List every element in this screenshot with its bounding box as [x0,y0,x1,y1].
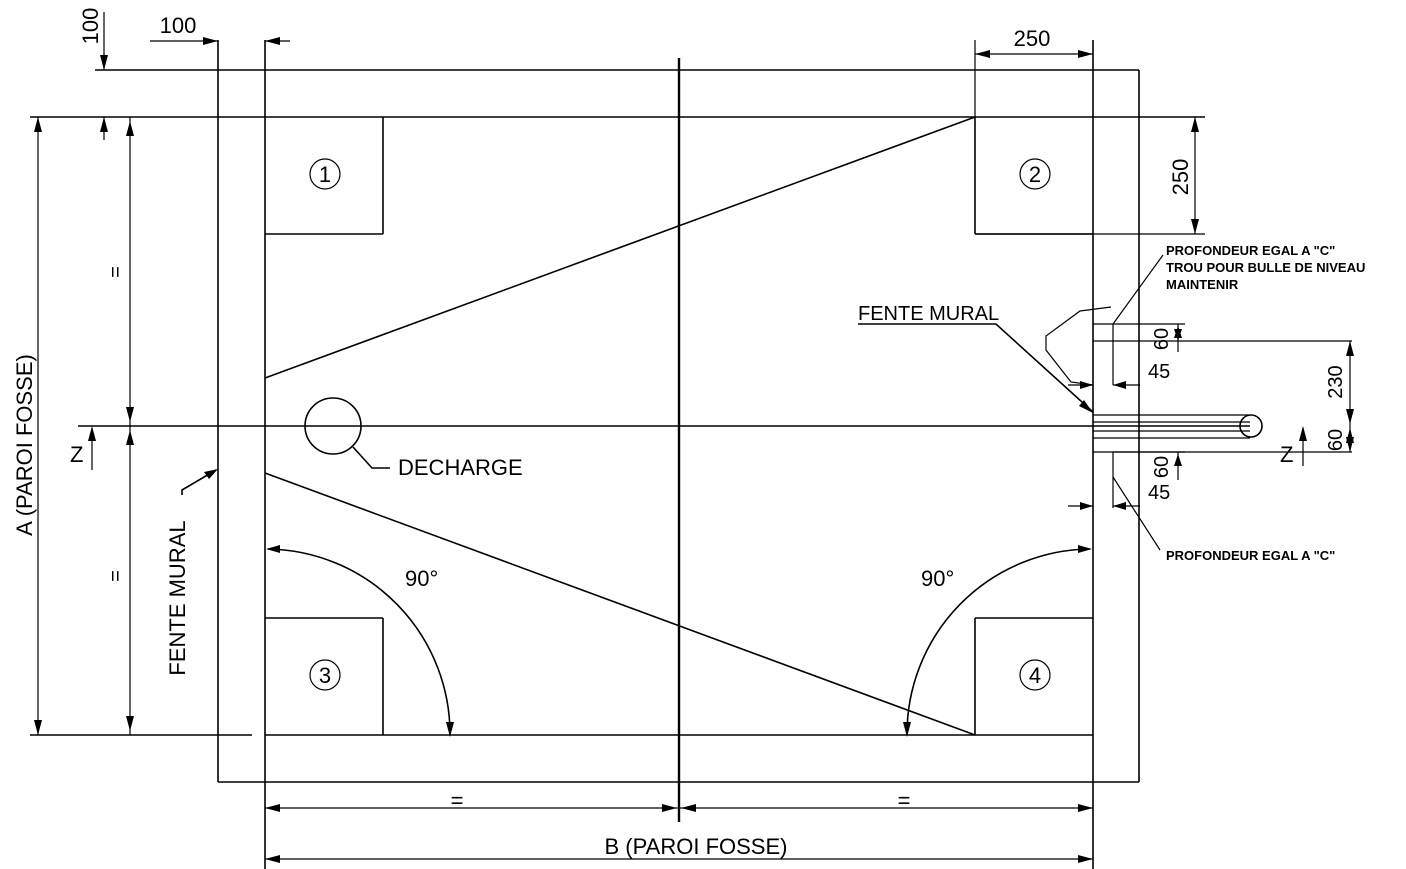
dimension-a: A (PAROI FOSSE) [12,117,42,735]
note-top-line-2: TROU POUR BULLE DE NIVEAU [1166,260,1365,275]
fente-mural-left-label: FENTE MURAL [165,520,190,675]
dim-100-h-label: 100 [160,13,197,38]
pit-wall-outline [30,40,1205,869]
z-left-label: Z [70,442,83,467]
pad-3-label: 3 [319,663,331,688]
z-marker-right: Z [1280,426,1307,467]
angle-left: 90° [266,545,454,737]
fente-mural-right-label: FENTE MURAL [858,303,999,325]
note-top: PROFONDEUR EGAL A "C" TROU POUR BULLE DE… [1166,243,1365,292]
equal-lower-label: = [105,570,127,582]
equal-bottom-left-label: = [451,788,464,813]
note-top-line-1: PROFONDEUR EGAL A "C" [1166,243,1335,258]
dim-45-a-label: 45 [1148,361,1170,383]
dim-60-c-label: 60 [1151,456,1173,478]
equal-bottom-right-label: = [898,788,911,813]
angle-right: 90° [903,545,1092,737]
pad-4: 4 [974,617,1093,735]
dimension-b: = = B (PAROI FOSSE) [265,788,1093,863]
note-bottom: PROFONDEUR EGAL A "C" [1166,548,1335,563]
pad-2-label: 2 [1029,162,1041,187]
dimension-100-horizontal: 100 [150,13,290,45]
dim-45-b-label: 45 [1148,482,1170,504]
angle-left-label: 90° [405,566,438,591]
drain-symbol: DECHARGE [304,397,523,480]
dim-100-v-label: 100 [78,8,103,45]
pad-2: 2 [974,117,1093,235]
angle-right-label: 90° [921,566,954,591]
note-top-line-3: MAINTENIR [1166,277,1239,292]
z-marker-left: Z [70,426,96,470]
dim-250-right-label: 250 [1168,159,1193,196]
dimension-250-top: 250 [974,26,1093,117]
dim-250-top-label: 250 [1014,26,1051,51]
drain-label: DECHARGE [398,455,523,480]
dimension-equal-left: = = [105,117,134,735]
z-right-label: Z [1280,442,1293,467]
dim-60-b-label: 60 [1325,429,1347,451]
dimension-250-right: 250 [975,117,1205,235]
pad-4-label: 4 [1029,663,1041,688]
wall-slot-right-detail: 60 60 45 45 230 60 FENTE MURAL [858,254,1354,551]
dim-230-label: 230 [1325,365,1347,398]
dimension-100-vertical: 100 [78,8,108,140]
dimension-a-label: A (PAROI FOSSE) [12,354,37,536]
equal-upper-label: = [105,266,127,278]
diagonal-top [264,116,976,379]
pad-1: 1 [265,117,384,235]
outer-outline [95,40,1140,783]
pad-1-label: 1 [319,162,331,187]
dimension-b-label: B (PAROI FOSSE) [605,834,788,859]
dim-60-a-label: 60 [1151,328,1173,350]
wall-slot-left-leader: FENTE MURAL [165,469,218,676]
pad-3: 3 [265,617,384,735]
diagonal-bottom [264,472,976,736]
